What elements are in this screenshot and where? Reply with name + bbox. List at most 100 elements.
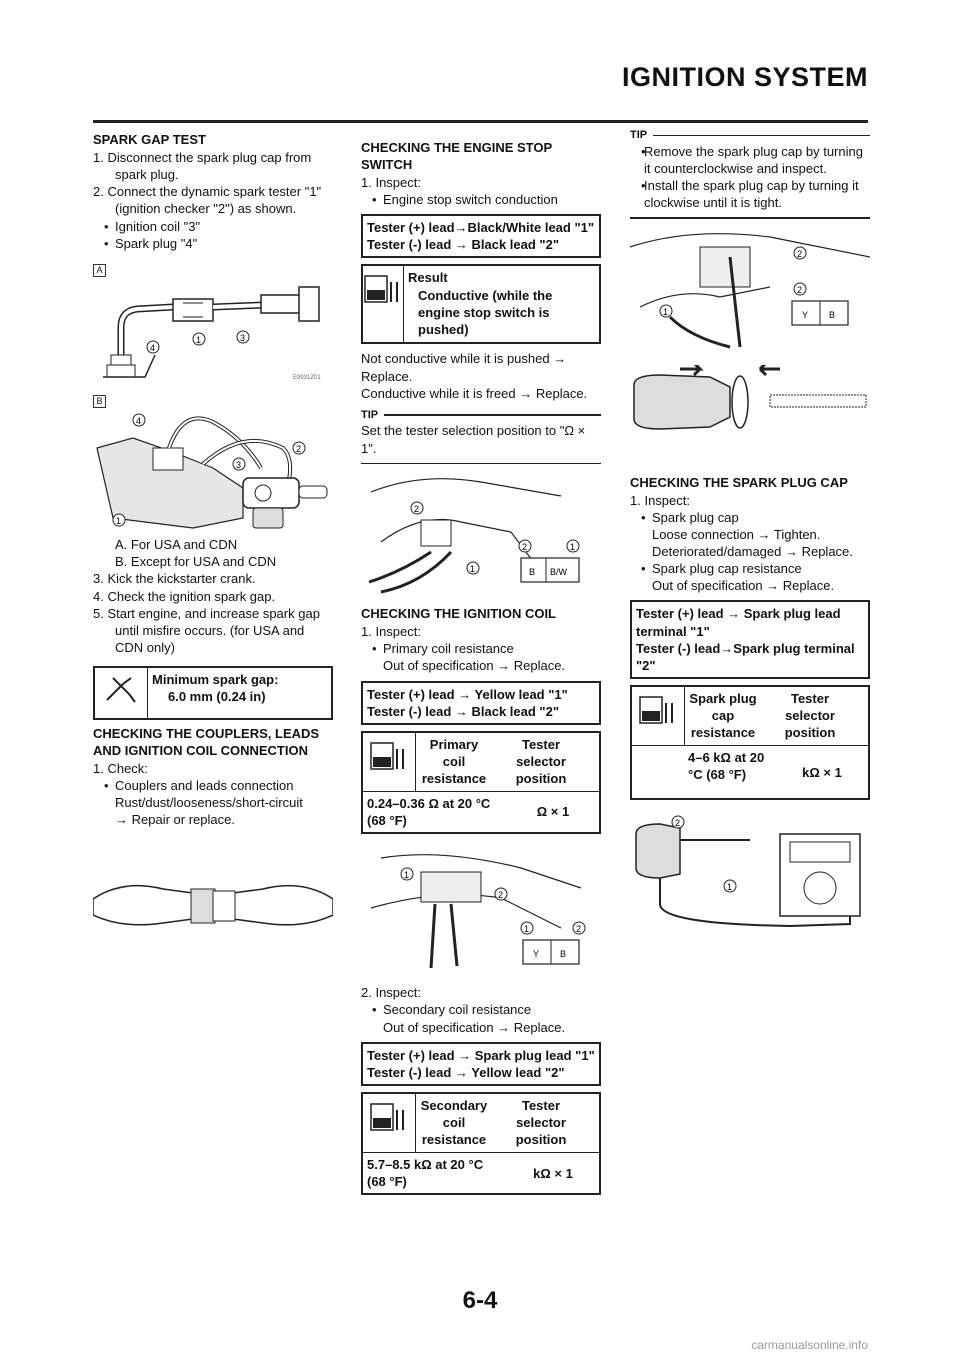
plug-cap-leads-box: Tester (+) lead → Spark plug lead termin… (630, 600, 870, 680)
lead: Tester (+) lead → Spark plug lead termin… (636, 606, 841, 639)
spark-gap-heading: SPARK GAP TEST (93, 132, 206, 147)
multimeter-icon (632, 687, 685, 746)
callout-2: 2 (797, 249, 802, 259)
step: 1. Inspect: (361, 624, 421, 640)
secondary-coil-leads-box: Tester (+) lead → Spark plug lead "1" Te… (361, 1041, 601, 1086)
spec-label: Minimum spark gap: (152, 672, 279, 688)
step: 1. Inspect: (630, 492, 690, 508)
action: Out of specification → Replace. (383, 658, 566, 674)
tip-label: TIP (630, 129, 648, 141)
step: 1. Check: (93, 761, 148, 777)
connector-label: B/W (550, 567, 568, 577)
bullet: Primary coil resistance (361, 640, 601, 657)
bullet: Secondary coil resistance (361, 1001, 601, 1018)
callout-2: 2 (296, 444, 301, 454)
step: 4. Check the ignition spark gap. (93, 588, 276, 604)
figure-b: B 4 3 2 1 (93, 391, 333, 536)
tip-text: Set the tester selection position to "Ω … (361, 423, 586, 456)
lead: Tester (+) lead → Spark plug lead "1" (367, 1047, 595, 1063)
callout-1: 1 (404, 870, 409, 880)
lead: Tester (-) lead → Black lead "2" (367, 703, 559, 719)
spark-gap-spec-box: Minimum spark gap: 6.0 mm (0.24 in) (93, 666, 333, 721)
callout-1: 1 (727, 882, 732, 892)
column-3: TIP Remove the spark plug cap by turning… (630, 128, 870, 954)
step: 2. Inspect: (361, 985, 421, 1001)
secondary-coil-spec-table: Secondary coil resistance Tester selecto… (361, 1091, 601, 1196)
callout-2: 2 (498, 890, 503, 900)
result-value: Conductive (while the engine stop switch… (418, 287, 553, 337)
caption: A. For USA and CDN (115, 537, 238, 553)
spec-value: 6.0 mm (0.24 in) (168, 689, 266, 705)
figure-a-label: A (93, 263, 106, 277)
page-title: IGNITION SYSTEM (621, 62, 868, 92)
primary-coil-spec-table: Primary coil resistance Tester selector … (361, 730, 601, 835)
coupler-hands-illustration (93, 884, 333, 926)
detail: Out of specification → Replace. (652, 578, 835, 594)
stop-switch-wiring-illustration: 2 1 2 1 B B/W (368, 478, 580, 594)
connector-label: B (529, 567, 535, 577)
column-2: CHECKING THE ENGINE STOP SWITCH 1. Inspe… (361, 140, 601, 1201)
step: 3. Kick the kickstarter crank. (93, 571, 256, 587)
tip-header: TIP (361, 408, 601, 423)
header-rule (93, 120, 868, 123)
multimeter-icon (363, 732, 416, 791)
bullet: Couplers and leads connection (93, 777, 333, 794)
column-header: Tester selector position (515, 1097, 567, 1148)
callout-2: 2 (576, 924, 581, 934)
figure-code: E9931Z01 (293, 375, 321, 381)
connector-label: B (829, 310, 835, 320)
bullet: Spark plug "4" (93, 235, 333, 252)
lead: Tester (-) lead → Yellow lead "2" (367, 1064, 565, 1080)
spec-value: kΩ × 1 (533, 1165, 573, 1181)
step: 2. Connect the dynamic spark tester "1" … (93, 184, 322, 217)
action: → Repair or replace. (115, 812, 235, 828)
primary-coil-leads-box: Tester (+) lead → Yellow lead "1" Tester… (361, 680, 601, 725)
note: Conductive while it is freed → Replace. (361, 385, 588, 401)
tip-end-rule (630, 217, 870, 219)
page-number: 6-4 (462, 1287, 498, 1314)
stop-switch-heading: CHECKING THE ENGINE STOP SWITCH (361, 140, 552, 172)
multimeter-icon (363, 266, 404, 343)
wrench-icon (95, 668, 148, 719)
callout-2: 2 (414, 504, 419, 514)
column-header: Tester selector position (784, 691, 836, 741)
result-label: Result (408, 270, 448, 286)
tip-end-rule (361, 462, 601, 465)
bullet: Engine stop switch conduction (361, 191, 601, 208)
lead: Tester (+) lead → Yellow lead "1" (367, 686, 568, 702)
plug-cap-spec-table: Spark plug cap resistance Tester selecto… (630, 685, 870, 801)
callout-4: 4 (150, 343, 155, 353)
ignition-coil-heading: CHECKING THE IGNITION COIL (361, 606, 556, 622)
callout-4: 4 (136, 416, 141, 426)
plug-cap-heading: CHECKING THE SPARK PLUG CAP (630, 474, 848, 490)
tip-bullet: Remove the spark plug cap by turning it … (630, 143, 870, 177)
figure-a: A 4 1 3 E9931Z01 (93, 260, 333, 389)
action: Out of specification → Replace. (383, 1019, 566, 1035)
detail: Deteriorated/damaged → Replace. (652, 544, 853, 559)
callout-1: 1 (570, 542, 575, 552)
spec-value: Ω × 1 (536, 804, 570, 820)
detail: Loose connection → Tighten. (652, 526, 821, 542)
callout-3: 3 (236, 460, 241, 470)
bullet: Ignition coil "3" (93, 218, 333, 235)
bullet: Spark plug cap resistance (630, 560, 870, 577)
column-header: Spark plug cap resistance (689, 691, 757, 741)
callout-1: 1 (196, 335, 201, 345)
couplers-heading: CHECKING THE COUPLERS, LEADS AND IGNITIO… (93, 726, 320, 759)
plug-cap-removal-illustration (633, 364, 867, 430)
figure-b-label: B (93, 394, 106, 408)
tip-header: TIP (630, 128, 870, 143)
column-header: Tester selector position (515, 736, 567, 787)
lead: Tester (-) lead→Spark plug terminal "2" (636, 640, 855, 673)
spec-value: 0.24–0.36 Ω at 20 °C (68 °F) (367, 795, 491, 829)
spark-tester-illustration: 4 1 3 E9931Z01 (103, 286, 321, 381)
plug-cap-resistance-illustration: 2 1 (635, 815, 861, 928)
column-1: SPARK GAP TEST 1. Disconnect the spark p… (93, 132, 333, 949)
engine-spark-test-illustration: 4 3 2 1 (96, 413, 328, 529)
callout-1: 1 (470, 564, 475, 574)
callout-2: 2 (797, 285, 802, 295)
connector-label: Y (533, 949, 539, 959)
spec-value: 5.7–8.5 kΩ at 20 °C (68 °F) (367, 1156, 484, 1190)
note: Not conductive while it is pushed → Repl… (361, 351, 567, 384)
callout-2: 2 (675, 818, 680, 828)
